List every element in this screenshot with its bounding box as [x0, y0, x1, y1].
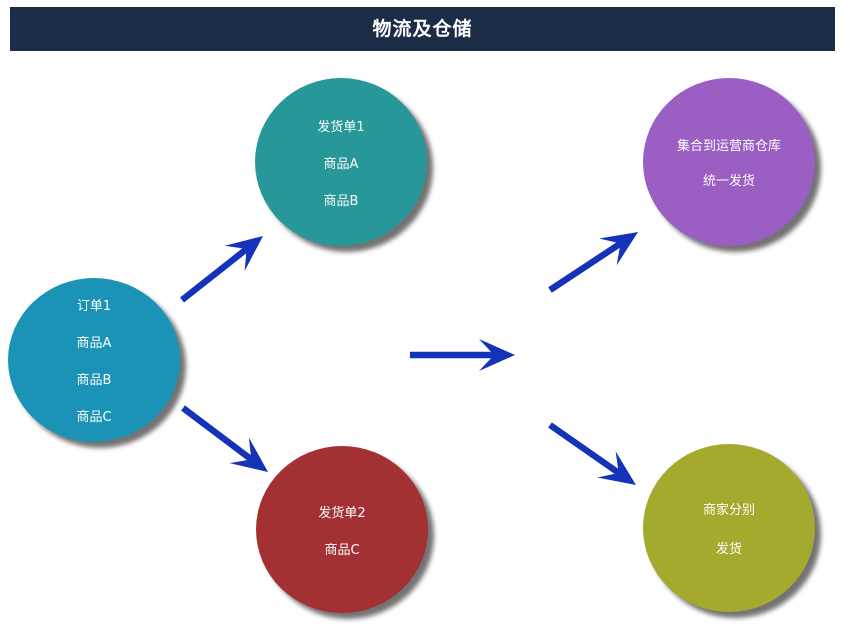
order-item-c: 商品C [76, 410, 112, 425]
warehouse-line-2: 统一发货 [702, 174, 755, 189]
merchant-line-1: 商家分别 [702, 503, 755, 518]
header-bar: 物流及仓储 [10, 7, 835, 51]
shipment-2-title: 发货单2 [318, 505, 366, 521]
shipment-1-item-b: 商品B [323, 193, 359, 209]
warehouse-line-1: 集合到运营商仓库 [676, 139, 781, 154]
order-node: 订单1 商品A 商品B 商品C [8, 278, 180, 442]
merchant-line-2: 发货 [715, 542, 742, 557]
shipment-1-title: 发货单1 [317, 119, 365, 135]
arrow-order-to-shipment-1 [180, 236, 263, 303]
shipment-2-item-c: 商品C [324, 542, 360, 558]
order-item-b: 商品B [76, 373, 112, 388]
order-title: 订单1 [76, 299, 112, 314]
shipment-1-node: 发货单1 商品A 商品B [255, 78, 427, 246]
warehouse-node: 集合到运营商仓库 统一发货 [643, 78, 815, 246]
page-title: 物流及仓储 [372, 18, 473, 40]
arrow-to-merchant [548, 422, 636, 485]
shipment-1-item-a: 商品A [323, 156, 359, 172]
arrow-center-flow [410, 339, 515, 371]
arrow-to-warehouse [548, 232, 638, 293]
order-item-a: 商品A [76, 336, 112, 351]
shipment-2-node: 发货单2 商品C [256, 446, 428, 613]
merchant-node: 商家分别 发货 [643, 444, 815, 612]
arrow-order-to-shipment-2 [181, 405, 268, 472]
